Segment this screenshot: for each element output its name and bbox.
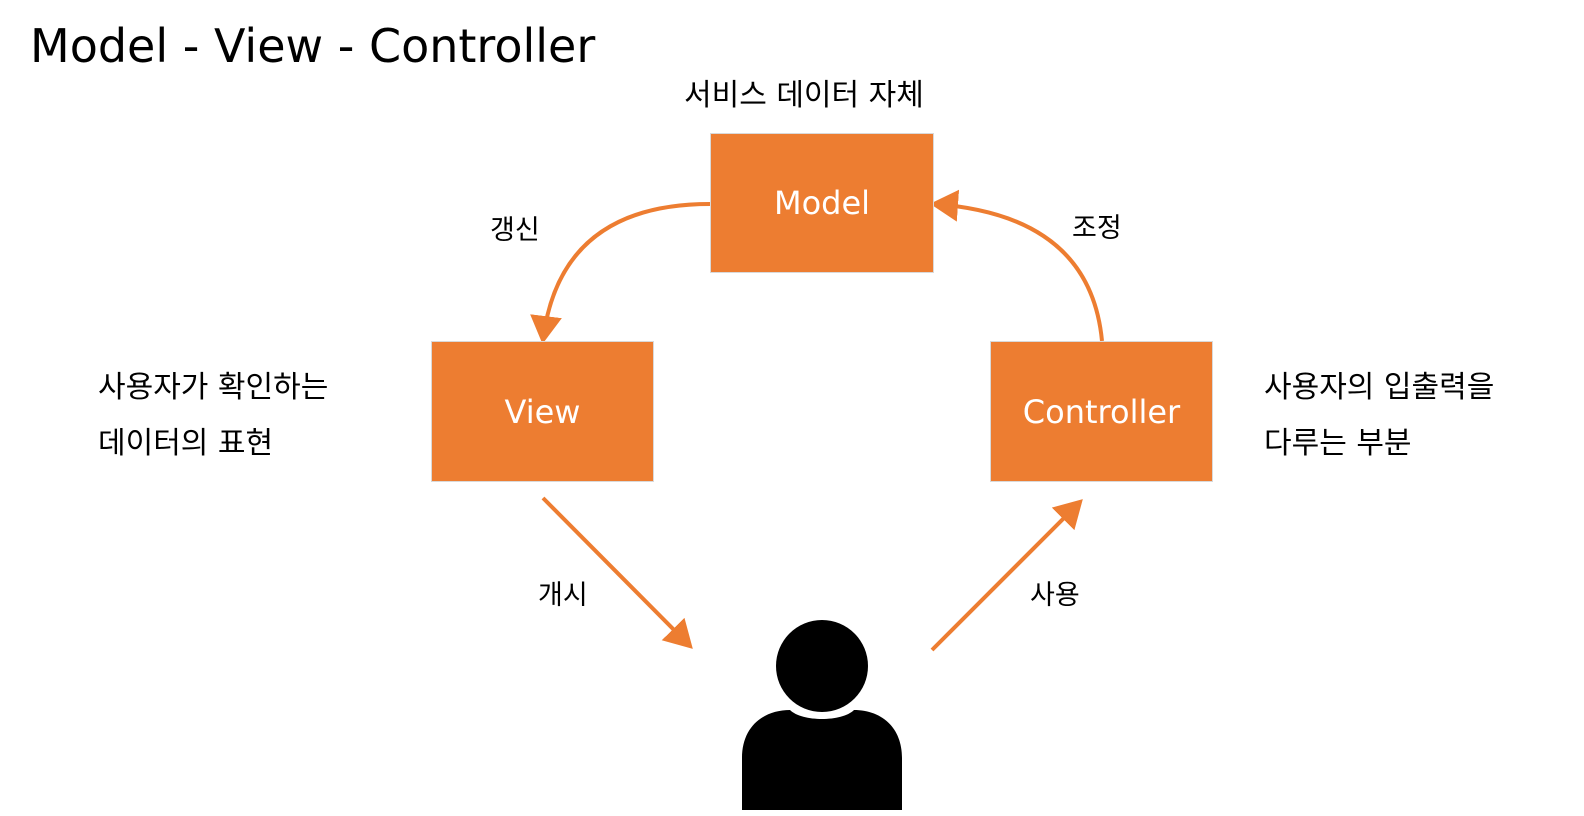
controller-label: Controller [1022, 392, 1181, 431]
arrow-controller-to-model [930, 189, 1104, 342]
view-description-line-1: 사용자가 확인하는 [98, 370, 329, 405]
model-label: Model [773, 184, 871, 222]
arrow-user-to-controller [930, 499, 1083, 652]
edge-label-controller-to-model: 조정 [1072, 213, 1122, 244]
model-box: Model [710, 133, 934, 273]
controller-description-line-1: 사용자의 입출력을 [1264, 370, 1495, 405]
edge-label-model-to-view: 갱신 [490, 215, 540, 246]
arrow-view-to-user [541, 496, 693, 649]
model-description: 서비스 데이터 자체 [684, 78, 924, 113]
view-description: 사용자가 확인하는 데이터의 표현 [98, 360, 328, 472]
view-description-line-2: 데이터의 표현 [98, 426, 274, 461]
arrow-model-to-view [530, 202, 711, 344]
view-label: View [504, 392, 581, 431]
controller-box: Controller [990, 341, 1213, 482]
user-silhouette-icon [742, 620, 902, 810]
edge-label-view-to-user: 개시 [538, 580, 588, 611]
diagram-title: Model - View - Controller [30, 19, 596, 73]
controller-description-line-2: 다루는 부분 [1264, 426, 1412, 461]
controller-description: 사용자의 입출력을 다루는 부분 [1264, 360, 1494, 472]
view-box: View [431, 341, 654, 482]
edge-label-user-to-controller: 사용 [1030, 580, 1080, 611]
